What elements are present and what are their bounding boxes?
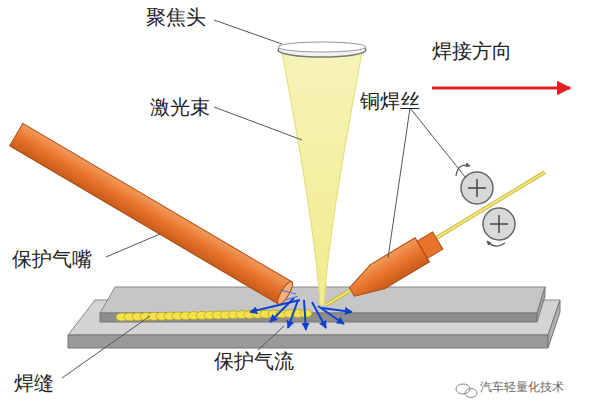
gas-flow <box>250 290 352 330</box>
beam-label: 激光束 <box>150 96 210 118</box>
direction-arrow <box>432 87 570 90</box>
laser-beam <box>282 52 362 305</box>
wire-label: 铜焊丝 <box>360 90 420 112</box>
gas-nozzle-label: 保护气嘴 <box>12 248 92 270</box>
watermark-icon <box>456 384 477 398</box>
direction-label: 焊接方向 <box>432 40 512 62</box>
gas-nozzle <box>10 123 295 306</box>
lens-label: 聚焦头 <box>146 6 206 28</box>
wire-feeder <box>326 165 545 305</box>
leader-lines <box>62 20 466 378</box>
weld-label: 焊缝 <box>14 372 54 394</box>
gas-flow-label: 保护气流 <box>214 350 294 372</box>
watermark: 汽车轻量化技术 <box>480 381 564 394</box>
focusing-lens <box>278 42 366 57</box>
